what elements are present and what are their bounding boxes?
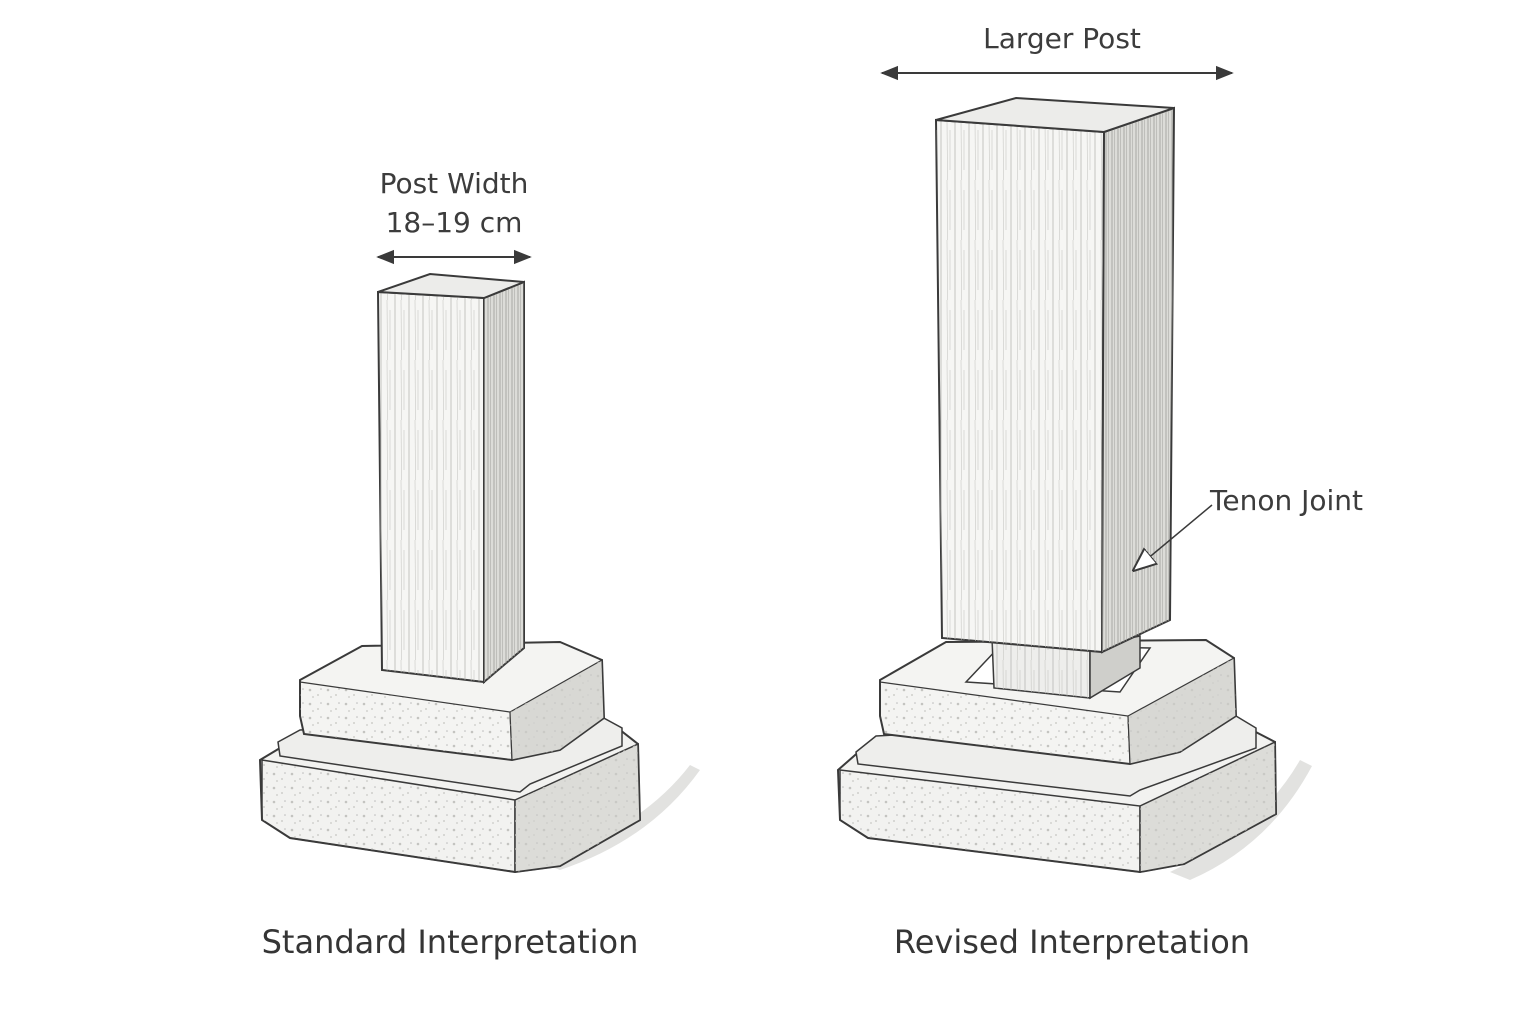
- larger-wooden-post: [934, 96, 1176, 654]
- larger-post-label: Larger Post: [983, 22, 1141, 55]
- tenon-joint-leader: [1134, 504, 1213, 570]
- post-width-label: Post Width: [379, 167, 529, 200]
- tenon-joint-label: Tenon Joint: [1210, 484, 1363, 517]
- revised-interpretation-caption: Revised Interpretation: [893, 923, 1251, 961]
- standard-interpretation-caption: Standard Interpretation: [261, 923, 639, 961]
- post-width-value: 18–19 cm: [385, 206, 523, 239]
- standard-wooden-post: [376, 272, 525, 685]
